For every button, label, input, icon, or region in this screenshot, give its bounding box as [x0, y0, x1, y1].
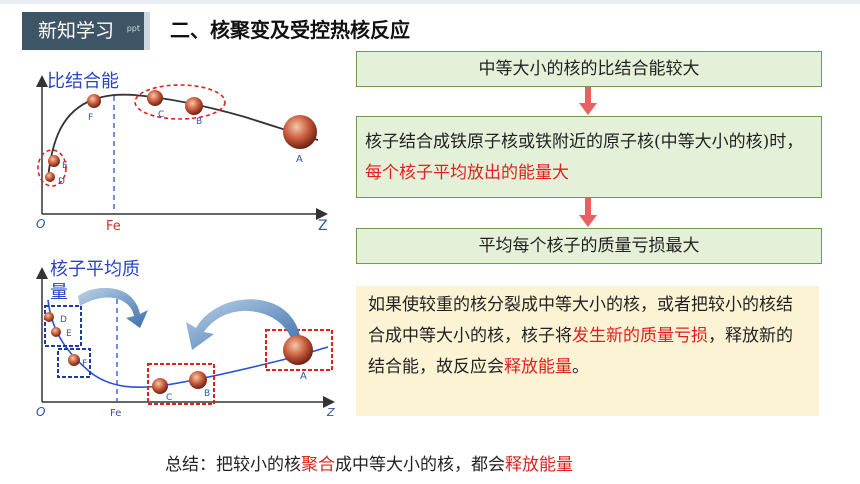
- chart1-xlabel: Z: [318, 218, 328, 234]
- chart1-nucleus-b: [185, 97, 203, 115]
- flow-arrow-down-icon: [579, 198, 597, 227]
- chart1-cb-circle: [134, 84, 226, 120]
- chart2-xlabel: Z: [326, 406, 335, 419]
- chart1-nucleus-f: [87, 94, 101, 108]
- top-strip: [0, 0, 860, 4]
- chart1-light-nuclei-circle: [37, 149, 67, 187]
- average-mass-chart: 核子平均质 量 D E F C B A O Fe Z: [36, 259, 335, 419]
- chart1-nucleus-a: [283, 115, 317, 149]
- chart2-nucleus-e: [51, 327, 61, 337]
- flow-step-2: 核子结合成铁原子核或铁附近的原子核(中等大小的核)时， 每个核子平均放出的能量大: [356, 116, 822, 198]
- flow-step-2-highlight: 每个核子平均放出的能量大: [365, 163, 569, 183]
- summary-line: 总结：把较小的核聚合成中等大小的核，都会释放能量: [165, 450, 573, 475]
- note-text-1: 如果使较重的核分裂成中等大小的核，或者把较小的核结合成中等大小的核，核子将: [368, 295, 793, 346]
- chart2-label-d: D: [60, 315, 67, 325]
- chart2-ylabel-line2: 量: [50, 282, 68, 303]
- summary-text-1: 总结：把较小的核: [165, 455, 301, 475]
- nuclear-charts: 比结合能 D E F C B A O Fe Z 核子平均质 量 D E F C …: [36, 71, 335, 419]
- note-highlight-1: 发生新的质量亏损: [572, 326, 708, 346]
- note-text-2: ，释放新的结合能，故反应会: [368, 326, 793, 377]
- chart1-label-f: F: [88, 113, 93, 123]
- flow-step-1: 中等大小的核的比结合能较大: [356, 51, 822, 87]
- chart2-label-f: F: [82, 359, 87, 369]
- section-tag-label: 新知学习: [38, 20, 115, 42]
- chart1-nucleus-c: [147, 90, 163, 106]
- chart2-nucleus-d: [44, 312, 54, 322]
- chart2-label-a: A: [300, 371, 307, 382]
- section-tag: 新知学习 ppt: [22, 12, 150, 50]
- chart2-fusion-arrow: [78, 287, 148, 328]
- chart1-fe-label: Fe: [106, 219, 121, 234]
- flow-step-2-text: 核子结合成铁原子核或铁附近的原子核(中等大小的核)时，: [365, 132, 804, 152]
- flow-arrow-down-icon: [579, 87, 597, 115]
- chart2-label-b: B: [204, 389, 210, 399]
- chart1-label-d: D: [58, 177, 65, 187]
- summary-highlight-1: 聚合: [301, 455, 335, 475]
- chart2-ylabel-line1: 核子平均质: [50, 259, 140, 280]
- chart2-nucleus-b: [189, 371, 207, 389]
- chart1-nucleus-d: [45, 172, 55, 182]
- chart2-fe-label: Fe: [110, 408, 121, 419]
- section-tag-watermark: ppt: [126, 24, 140, 33]
- flow-step-3: 平均每个核子的质量亏损最大: [356, 228, 822, 264]
- chart2-origin: O: [36, 405, 45, 419]
- chart2-cb-box: [147, 363, 215, 405]
- note-highlight-2: 释放能量: [504, 357, 572, 377]
- chart2-a-box: [265, 329, 333, 371]
- chart1-label-a: A: [296, 154, 303, 165]
- chart2-nucleus-a: [283, 335, 313, 365]
- chart2-label-c: C: [166, 393, 172, 403]
- chart1-label-e: E: [62, 161, 68, 171]
- summary-highlight-2: 释放能量: [505, 455, 573, 475]
- chart2-label-e: E: [66, 329, 72, 339]
- binding-energy-chart: 比结合能 D E F C B A O Fe Z: [36, 71, 328, 234]
- chart1-label-b: B: [196, 117, 202, 127]
- chart1-origin: O: [36, 217, 45, 231]
- chart1-curve: [47, 93, 319, 179]
- chart2-nucleus-f: [68, 354, 80, 366]
- chart2-fission-arrow: [186, 299, 300, 350]
- chart1-ylabel: 比结合能: [47, 71, 119, 92]
- explanation-note: 如果使较重的核分裂成中等大小的核，或者把较小的核结合成中等大小的核，核子将发生新…: [356, 286, 819, 416]
- chart2-light-box-2: [57, 348, 91, 378]
- chart2-nucleus-c: [152, 378, 168, 394]
- chart2-light-box-1: [44, 305, 82, 347]
- chart1-label-c: C: [158, 110, 164, 120]
- note-text-3: 。: [572, 357, 589, 377]
- page-title: 二、核聚变及受控热核反应: [170, 18, 410, 42]
- summary-text-2: 成中等大小的核，都会: [335, 455, 505, 475]
- chart1-nucleus-e: [48, 155, 60, 167]
